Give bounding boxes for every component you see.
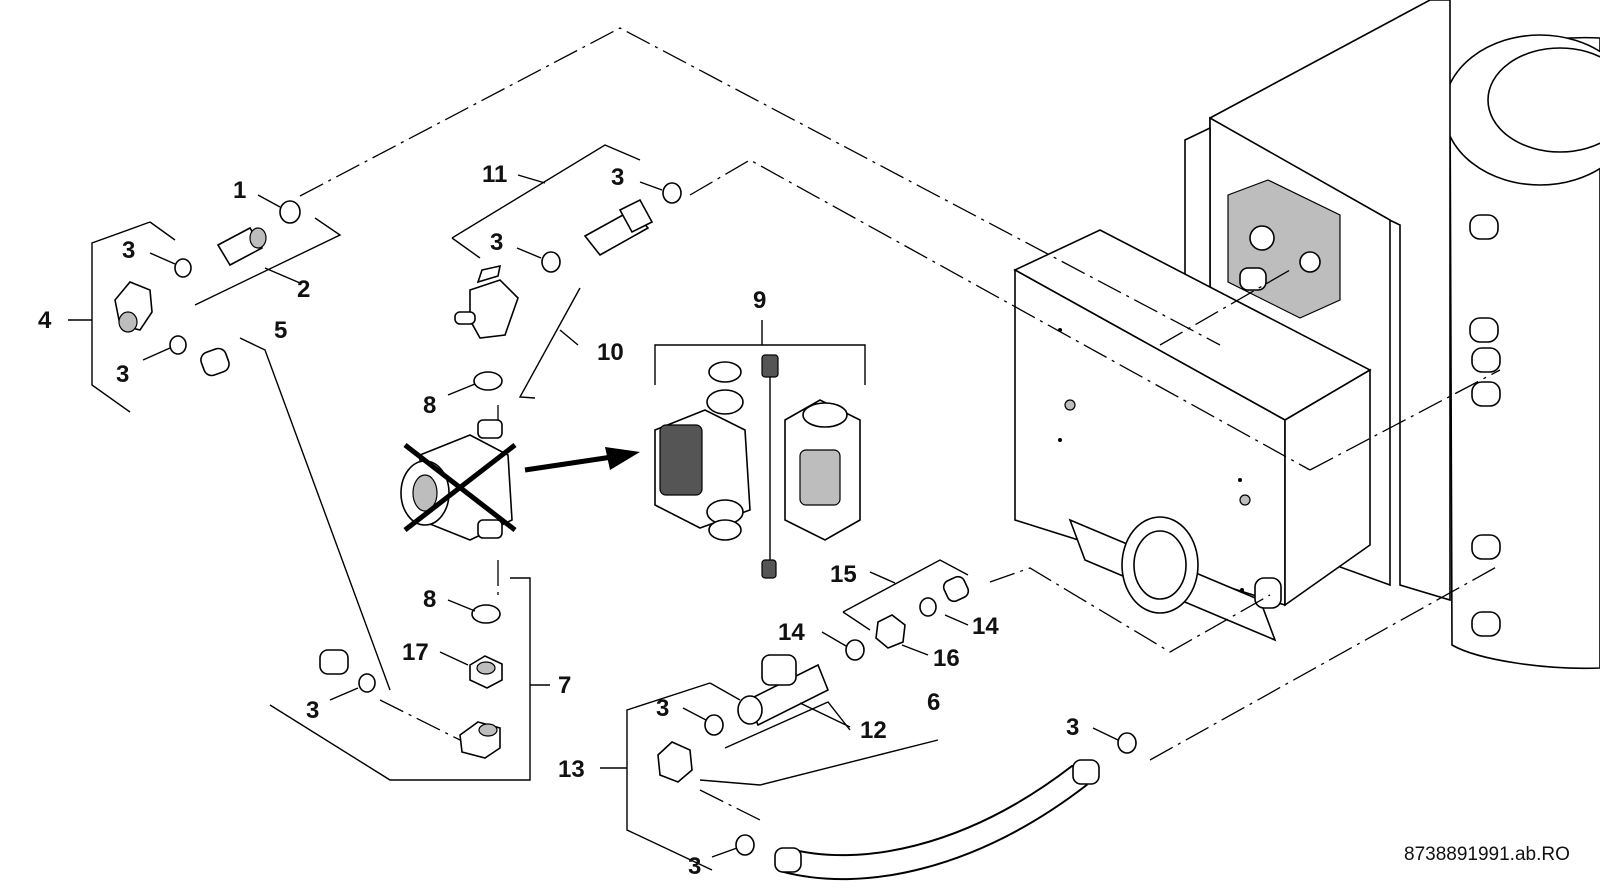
bracket-group-2 xyxy=(194,217,342,306)
part-10-connector xyxy=(583,198,654,257)
flex-hose-5 xyxy=(198,347,349,676)
seal-3-b xyxy=(169,335,187,355)
label-3-g: 3 xyxy=(688,853,701,880)
seal-8-a xyxy=(473,371,503,391)
label-3-f: 3 xyxy=(656,695,669,722)
seal-3-e xyxy=(541,251,561,273)
label-8-a: 8 xyxy=(423,392,436,419)
label-15: 15 xyxy=(830,561,857,588)
part-17-nut xyxy=(469,655,503,689)
flue-and-base xyxy=(1068,516,1282,642)
tank-connection-stubs xyxy=(1469,214,1501,637)
part-number-labels: 1 2 3 3 4 5 3 11 3 3 10 8 9 8 17 7 15 14… xyxy=(38,161,1570,880)
valve-assembly xyxy=(454,264,519,339)
bracket-group-15 xyxy=(842,559,969,631)
seal-3-g xyxy=(735,834,755,856)
part-1-oring xyxy=(279,200,301,224)
seal-8-b xyxy=(471,604,501,624)
label-6: 6 xyxy=(927,689,940,716)
label-13: 13 xyxy=(558,756,585,783)
label-9: 9 xyxy=(753,287,766,314)
leader-5 xyxy=(239,337,391,691)
label-14-b: 14 xyxy=(972,613,999,640)
drawing-reference: 8738891991.ab.RO xyxy=(1404,844,1570,865)
seal-3-h xyxy=(1117,732,1137,754)
label-17: 17 xyxy=(402,639,429,666)
bracket-group-4 xyxy=(68,221,176,413)
label-2: 2 xyxy=(297,276,310,303)
label-4: 4 xyxy=(38,307,52,334)
label-3-c: 3 xyxy=(306,697,319,724)
label-5: 5 xyxy=(274,317,287,344)
label-10: 10 xyxy=(597,339,624,366)
label-12: 12 xyxy=(860,717,887,744)
bracket-group-13 xyxy=(600,682,741,871)
old-pump-crossed-out xyxy=(400,419,517,541)
connection-lines xyxy=(299,27,1501,821)
kit-seal-top xyxy=(708,361,742,383)
seal-3-f xyxy=(704,714,724,736)
label-3-d: 3 xyxy=(611,164,624,191)
pump-cable xyxy=(761,354,779,579)
lower-elbow xyxy=(459,721,501,759)
kit-seal-bottom xyxy=(708,519,742,541)
label-7: 7 xyxy=(558,672,571,699)
part-2-nipple xyxy=(216,226,267,267)
bracket-10 xyxy=(518,287,581,399)
label-3-e: 3 xyxy=(490,229,503,256)
label-3-a: 3 xyxy=(122,237,135,264)
boiler-tank-unit xyxy=(1013,0,1600,670)
label-11: 11 xyxy=(482,161,507,188)
label-3-h: 3 xyxy=(1066,714,1079,741)
seal-3-d xyxy=(662,182,682,204)
replacement-arrow xyxy=(524,447,640,473)
part-14-fittings xyxy=(845,575,970,661)
label-8-b: 8 xyxy=(423,586,436,613)
flex-hose-6 xyxy=(774,759,1100,881)
seal-3-a xyxy=(174,258,192,278)
elbow-fitting-4 xyxy=(114,281,153,333)
leader-6 xyxy=(699,739,939,786)
bracket-group-9 xyxy=(654,320,866,385)
leader-11 xyxy=(517,174,546,184)
controller-box xyxy=(1013,229,1372,607)
label-16: 16 xyxy=(933,645,960,672)
part-12-tee xyxy=(737,654,830,727)
label-14-a: 14 xyxy=(778,619,805,646)
seal-3-c xyxy=(358,673,376,693)
label-3-b: 3 xyxy=(116,361,129,388)
label-1: 1 xyxy=(233,177,246,204)
new-pump xyxy=(654,389,751,529)
insulation-shell xyxy=(784,399,861,541)
bracket-group-11 xyxy=(451,144,641,259)
manifold-block xyxy=(1227,179,1341,319)
return-elbow xyxy=(657,741,693,783)
part-16-nut xyxy=(875,614,906,649)
bracket-group-7 xyxy=(269,577,550,781)
